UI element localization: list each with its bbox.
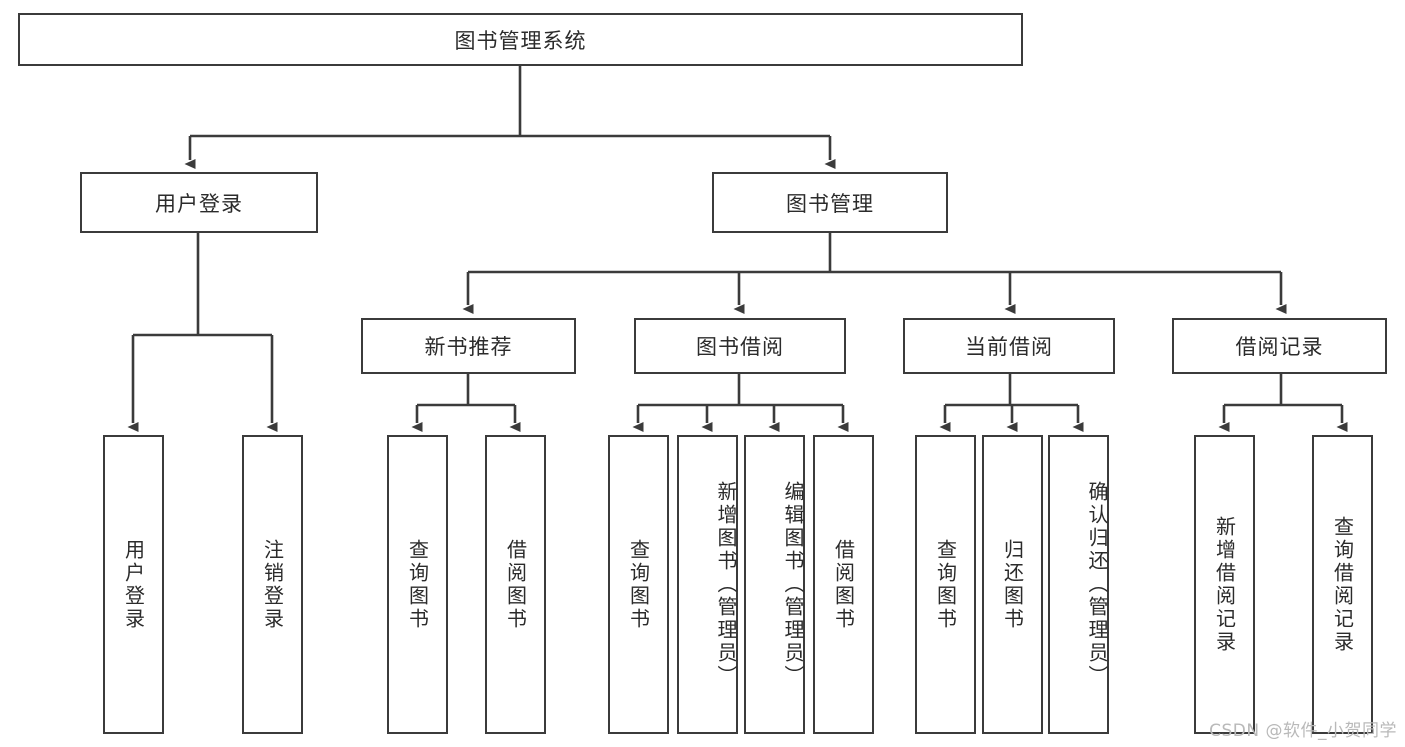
node-label: 当前借阅: [965, 335, 1053, 359]
leaf-record-query[interactable]: 查询借阅记录: [1312, 435, 1373, 734]
node-label: 查询借阅记录: [1330, 515, 1355, 654]
node-label: 查询图书: [626, 538, 651, 631]
leaf-borrow-query-book[interactable]: 查询图书: [608, 435, 669, 734]
node-label: 借阅图书: [503, 538, 528, 631]
node-label: 查询图书: [405, 538, 430, 631]
node-label: 图书借阅: [696, 335, 784, 359]
leaf-recommend-borrow-book[interactable]: 借阅图书: [485, 435, 546, 734]
node-label: 用户登录: [155, 191, 243, 216]
node-root-system[interactable]: 图书管理系统: [18, 13, 1023, 66]
node-label: 借阅记录: [1235, 335, 1324, 359]
leaf-user-logout[interactable]: 注销登录: [242, 435, 303, 734]
node-book-borrow[interactable]: 图书借阅: [634, 318, 846, 374]
node-label: 查询图书: [933, 538, 958, 631]
leaf-current-confirm-return[interactable]: 确认归还（管理员）: [1048, 435, 1109, 734]
node-current-borrow[interactable]: 当前借阅: [903, 318, 1115, 374]
node-label: 归还图书: [1000, 538, 1025, 631]
leaf-borrow-borrow-book[interactable]: 借阅图书: [813, 435, 874, 734]
csdn-watermark: CSDN @软件_小贺同学: [1209, 721, 1397, 741]
node-label: 新增借阅记录: [1212, 515, 1237, 654]
node-label: 图书管理系统: [454, 28, 587, 53]
node-new-book-recommend[interactable]: 新书推荐: [361, 318, 576, 374]
node-book-management[interactable]: 图书管理: [712, 172, 948, 233]
leaf-current-return-book[interactable]: 归还图书: [982, 435, 1043, 734]
node-label: 图书管理: [786, 191, 874, 216]
node-label: 新增图书（管理员）: [714, 481, 738, 688]
leaf-current-query-book[interactable]: 查询图书: [915, 435, 976, 734]
node-user-login[interactable]: 用户登录: [80, 172, 318, 233]
node-label: 用户登录: [121, 538, 146, 631]
leaf-record-add[interactable]: 新增借阅记录: [1194, 435, 1255, 734]
node-label: 借阅图书: [831, 538, 856, 631]
leaf-borrow-edit-book[interactable]: 编辑图书（管理员）: [744, 435, 805, 734]
node-label: 确认归还（管理员）: [1085, 481, 1109, 688]
node-label: 注销登录: [260, 538, 285, 631]
leaf-recommend-query-book[interactable]: 查询图书: [387, 435, 448, 734]
node-label: 编辑图书（管理员）: [781, 481, 805, 688]
leaf-borrow-add-book[interactable]: 新增图书（管理员）: [677, 435, 738, 734]
node-label: 新书推荐: [424, 335, 513, 359]
leaf-user-login[interactable]: 用户登录: [103, 435, 164, 734]
node-borrow-record[interactable]: 借阅记录: [1172, 318, 1387, 374]
